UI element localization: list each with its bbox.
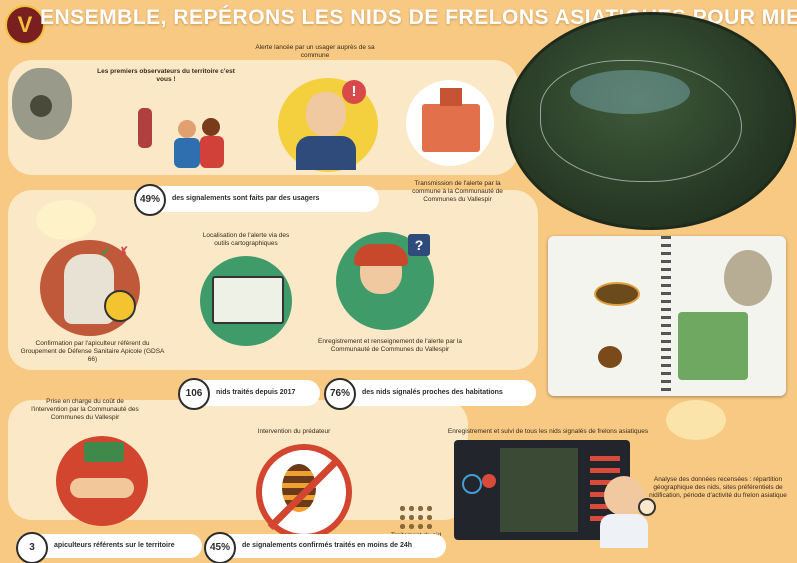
alert-text: Alerte lancée par un usager auprès de sa… <box>255 44 375 60</box>
warning-icon: ! <box>342 80 366 104</box>
money-stack-icon <box>84 442 124 462</box>
analysis-text: Analyse des données recensées : répartit… <box>649 476 787 500</box>
bee-badge-icon <box>104 290 136 322</box>
hornet-specimen <box>594 282 640 306</box>
question-icon: ? <box>408 234 430 256</box>
dashboard-donut <box>482 474 496 488</box>
check-icon: ✓ <box>100 244 111 259</box>
confirmation-text: Confirmation par l'apiculteur référent d… <box>20 340 165 364</box>
vallespir-logo: V <box>5 5 45 45</box>
operator-hair <box>354 244 408 266</box>
stat-pill-users <box>134 186 379 212</box>
confirmed-percent-text: de signalements confirmés traités en moi… <box>242 542 412 549</box>
map-territory-outline <box>540 60 742 182</box>
town-hall-roof <box>440 88 462 106</box>
stat-pill-near <box>326 380 536 406</box>
transmission-text: Transmission de l'alerte par la commune … <box>412 180 503 204</box>
treatment-powder-icon <box>398 504 434 530</box>
magnifier-icon <box>638 498 656 516</box>
bee-icon <box>36 200 96 240</box>
analyst-illustration <box>604 476 644 516</box>
stat-pill-confirmed <box>206 534 446 558</box>
intervention-text: Intervention du prédateur <box>257 428 331 435</box>
family-hikers-illustration <box>130 100 230 170</box>
near-percent-badge: 76% <box>324 378 356 410</box>
nest-hole <box>30 95 52 117</box>
localisation-text: Localisation de l'alerte via des outils … <box>202 232 290 248</box>
hornet-head-specimen <box>598 346 622 368</box>
beekeepers-count-badge: 3 <box>16 532 48 563</box>
registration-text: Enregistrement et renseignement de l'ale… <box>318 338 462 354</box>
observers-text: Les premiers observateurs du territoire … <box>97 68 235 84</box>
europe-map <box>678 312 748 380</box>
beekeepers-count-text: apiculteurs référents sur le territoire <box>54 542 175 549</box>
bee-icon <box>666 400 726 440</box>
cross-icon: ✗ <box>118 244 129 259</box>
notebook-spiral <box>661 236 671 396</box>
caller-face <box>306 92 346 136</box>
nests-count-text: nids traités depuis 2017 <box>216 389 296 396</box>
analyst-coat <box>600 514 648 548</box>
confirmed-percent-badge: 45% <box>204 532 236 563</box>
notebook-nest-photo <box>724 250 772 306</box>
handshake-hands <box>70 478 134 498</box>
dashboard-map <box>500 448 578 532</box>
nests-count-badge: 106 <box>178 378 210 410</box>
cost-text: Prise en charge du coût de l'interventio… <box>31 398 139 422</box>
near-percent-text: des nids signalés proches des habitation… <box>362 389 503 396</box>
users-percent-text: des signalements sont faits par des usag… <box>172 195 320 202</box>
town-hall-building <box>422 104 480 152</box>
computer-screen <box>212 276 284 324</box>
tracking-text: Enregistrement et suivi de tous les nids… <box>447 428 649 435</box>
users-percent-badge: 49% <box>134 184 166 216</box>
dashboard-gauge <box>462 474 482 494</box>
caller-suit <box>296 136 356 170</box>
